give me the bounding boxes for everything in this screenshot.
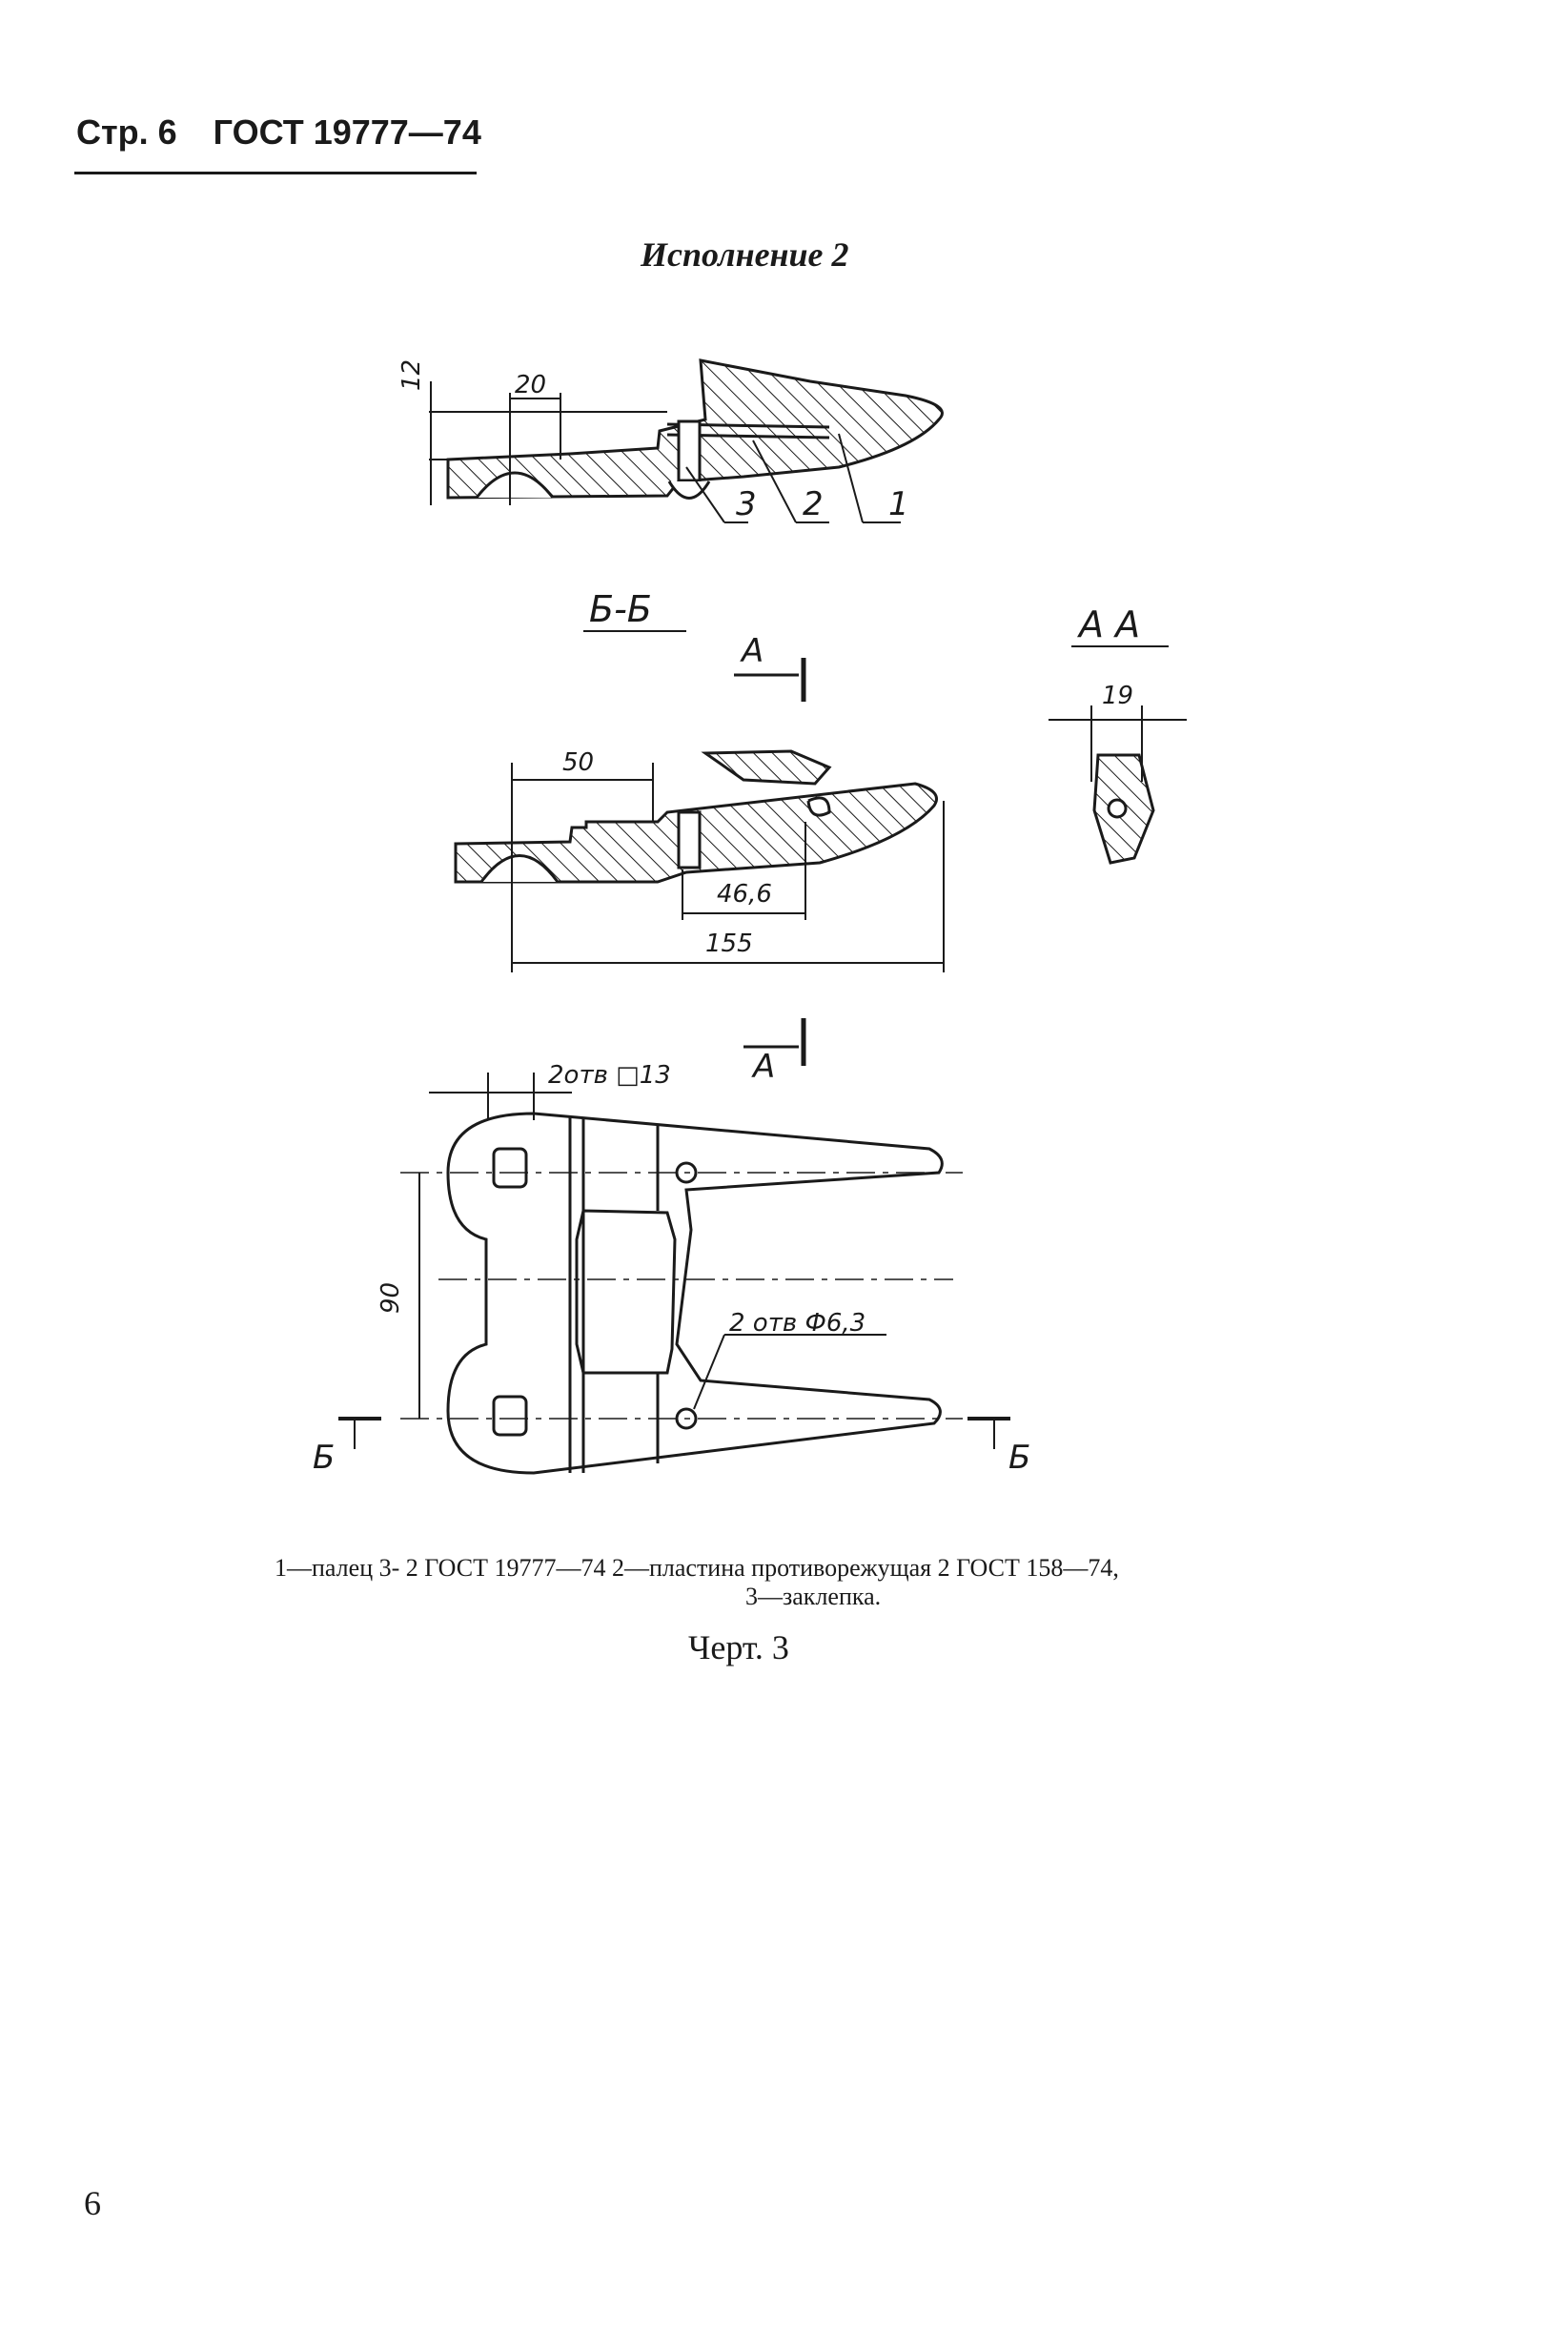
holes-round-label: 2 отв Ф6,3 <box>729 1309 865 1338</box>
page-header: Стр. 6 ГОСТ 19777—74 <box>76 112 481 153</box>
section-aa-view <box>1049 705 1187 865</box>
legend-line-2: 3—заклепка. <box>745 1583 882 1610</box>
callout-2: 2 <box>803 485 824 523</box>
section-bb-view <box>454 749 945 972</box>
dim-19-label: 19 <box>1102 682 1133 710</box>
section-a-marker-top: А <box>740 632 764 670</box>
page-ref: Стр. 6 <box>76 112 177 152</box>
section-b-marker-right: Б <box>1008 1439 1030 1477</box>
version-title: Исполнение 2 <box>641 235 849 274</box>
side-view <box>429 358 944 523</box>
dim-12-label: 12 <box>397 359 426 391</box>
standard-number: ГОСТ 19777—74 <box>213 112 481 152</box>
dim-50-label: 50 <box>562 748 594 777</box>
callout-1: 1 <box>888 485 909 523</box>
figure-label: Черт. 3 <box>688 1628 789 1666</box>
dim-90-label: 90 <box>377 1282 405 1314</box>
plan-view <box>400 1073 963 1475</box>
callout-3: 3 <box>736 485 757 523</box>
dim-46-6-label: 46,6 <box>717 880 772 909</box>
holes-square-label: 2отв □13 <box>548 1061 671 1090</box>
section-aa-label: А А <box>1076 603 1140 645</box>
dim-20-label: 20 <box>515 371 546 399</box>
section-a-marker-bottom: А <box>751 1048 775 1086</box>
dim-155-label: 155 <box>705 930 753 958</box>
header-rule <box>74 172 477 174</box>
section-bb-label: Б-Б <box>589 588 652 630</box>
section-b-marker-left: Б <box>313 1439 335 1477</box>
rivet <box>677 419 702 482</box>
figure-legend: 1—палец 3- 2 ГОСТ 19777—74 2—пластина пр… <box>275 1554 1418 1611</box>
page-number: 6 <box>84 2184 101 2222</box>
legend-line-1: 1—палец 3- 2 ГОСТ 19777—74 2—пластина пр… <box>275 1554 1119 1582</box>
